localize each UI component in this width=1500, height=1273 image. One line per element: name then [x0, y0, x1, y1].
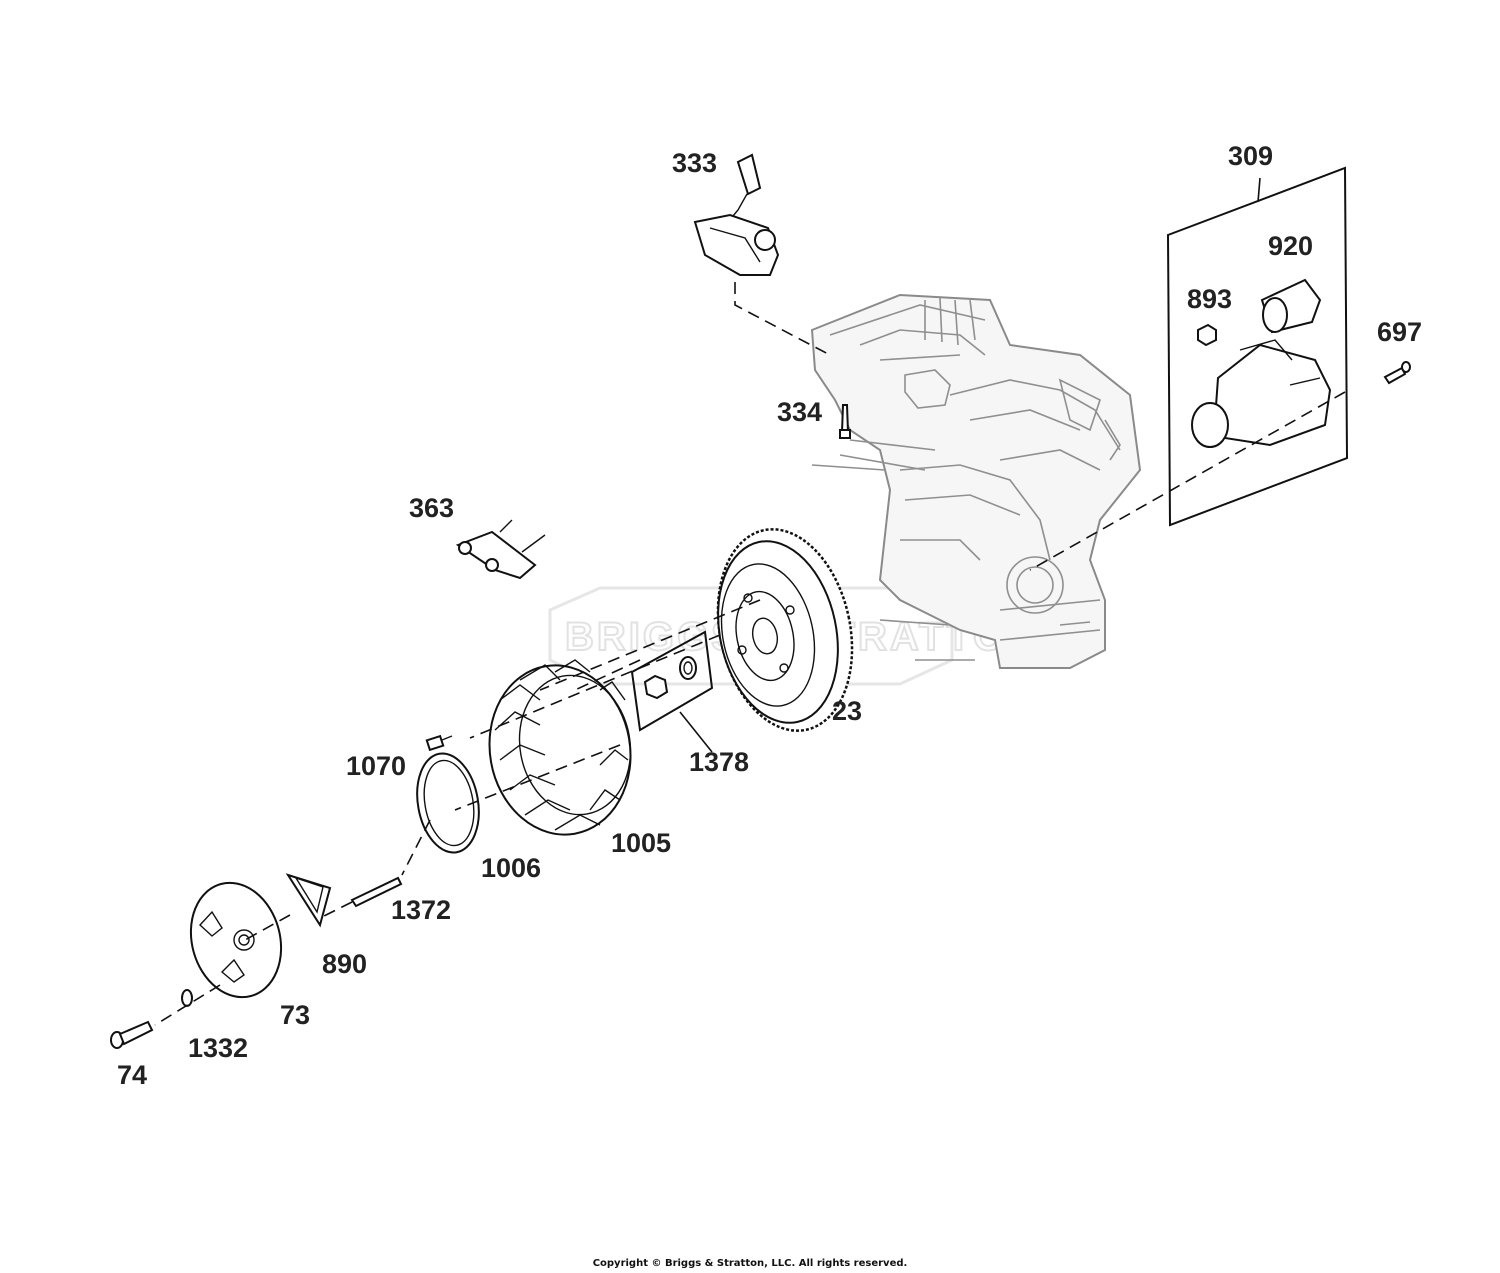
- engine-block: [810, 293, 1142, 669]
- callout-1378: 1378: [689, 747, 749, 777]
- screw-1070: [425, 734, 453, 752]
- pin-1372: [350, 876, 403, 908]
- mounting-bracket: [455, 519, 546, 580]
- callout-1005: 1005: [611, 828, 671, 858]
- callout-1070: 1070: [346, 751, 406, 781]
- ignition-coil: [693, 153, 780, 276]
- callout-893: 893: [1187, 284, 1232, 314]
- alignment-lines: [154, 282, 1346, 1026]
- nut-washer-kit: [630, 630, 714, 753]
- bolt-74: [110, 1020, 154, 1049]
- cooling-fan: [488, 659, 632, 836]
- bracket-890: [285, 873, 332, 928]
- callout-1372: 1372: [391, 895, 451, 925]
- flywheel: [716, 528, 854, 732]
- gasket-ring: [416, 752, 480, 854]
- callout-333: 333: [672, 148, 717, 178]
- callout-697: 697: [1377, 317, 1422, 347]
- callout-309: 309: [1228, 141, 1273, 171]
- callout-23: 23: [832, 696, 862, 726]
- callout-334: 334: [777, 397, 822, 427]
- screen-plate: [189, 881, 283, 999]
- bolt-697: [1383, 361, 1411, 385]
- callout-74: 74: [117, 1060, 147, 1090]
- washer-1332: [181, 989, 193, 1007]
- callout-363: 363: [409, 493, 454, 523]
- copyright-notice: Copyright © Briggs & Stratton, LLC. All …: [593, 1258, 908, 1269]
- callout-73: 73: [280, 1000, 310, 1030]
- callout-1332: 1332: [188, 1033, 248, 1063]
- callout-1006: 1006: [481, 853, 541, 883]
- bolt-334: [839, 404, 851, 439]
- callout-labels: 333 309 920 893 697 334 363 23 1378 1070…: [117, 141, 1422, 1090]
- starter-kit-box: [1166, 166, 1349, 527]
- callout-920: 920: [1268, 231, 1313, 261]
- callout-890: 890: [322, 949, 367, 979]
